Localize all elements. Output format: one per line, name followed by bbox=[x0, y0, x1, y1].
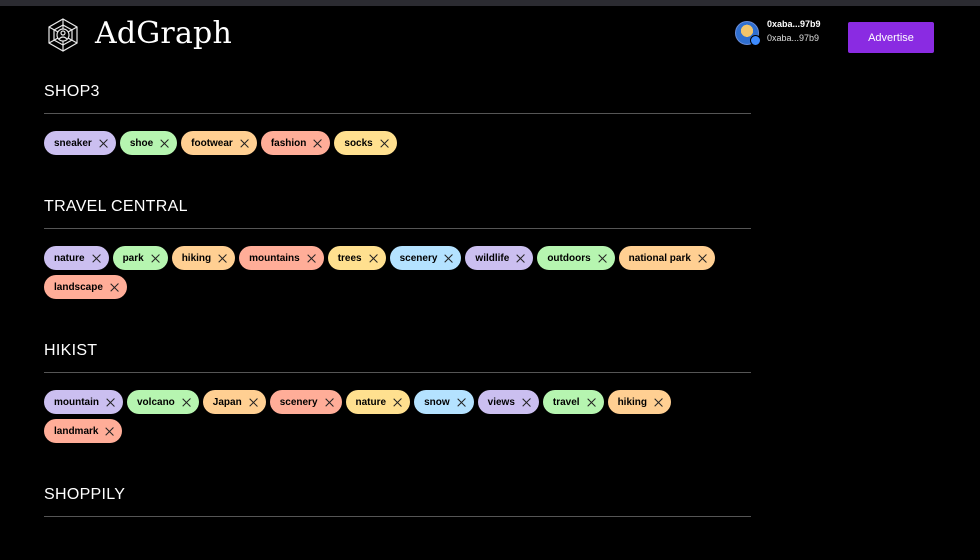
tag-chip[interactable]: volcano bbox=[127, 390, 199, 414]
tag-chip[interactable]: views bbox=[477, 390, 539, 414]
remove-tag-icon[interactable] bbox=[106, 398, 115, 407]
remove-tag-icon[interactable] bbox=[654, 398, 663, 407]
tag-label: hiking bbox=[181, 252, 212, 264]
tag-label: nature bbox=[355, 396, 387, 408]
publisher-section: SHOP3 sneaker shoe footwear fashion socks bbox=[44, 70, 751, 160]
remove-tag-icon[interactable] bbox=[444, 254, 453, 263]
top-strip bbox=[0, 0, 980, 6]
remove-tag-icon[interactable] bbox=[393, 398, 402, 407]
tag-chip[interactable]: travel bbox=[542, 390, 604, 414]
tag-label: mountains bbox=[249, 252, 300, 264]
tag-chip[interactable]: outdoors bbox=[537, 246, 615, 270]
tag-chip[interactable]: trees bbox=[327, 246, 386, 270]
tag-chip[interactable]: Japan bbox=[202, 390, 266, 414]
tag-list: nature park hiking mountains trees scenery wil… bbox=[44, 229, 751, 304]
remove-tag-icon[interactable] bbox=[151, 254, 160, 263]
remove-tag-icon[interactable] bbox=[587, 398, 596, 407]
tag-label: landscape bbox=[54, 281, 103, 293]
tag-label: snow bbox=[424, 396, 450, 408]
tag-chip[interactable]: scenery bbox=[269, 390, 342, 414]
account-name: 0xaba...97b9 bbox=[767, 19, 821, 29]
section-title: HIKIST bbox=[44, 329, 751, 373]
tag-label: mountain bbox=[54, 396, 99, 408]
tag-chip[interactable]: scenery bbox=[389, 246, 462, 270]
tag-chip[interactable]: park bbox=[112, 246, 168, 270]
tag-label: park bbox=[122, 252, 144, 264]
remove-tag-icon[interactable] bbox=[110, 283, 119, 292]
tag-label: volcano bbox=[137, 396, 175, 408]
remove-tag-icon[interactable] bbox=[249, 398, 258, 407]
account-address: 0xaba...97b9 bbox=[767, 33, 820, 43]
tag-chip[interactable]: fashion bbox=[260, 131, 331, 155]
tag-chip[interactable]: hiking bbox=[607, 390, 672, 414]
remove-tag-icon[interactable] bbox=[105, 427, 114, 436]
tag-label: Japan bbox=[212, 396, 242, 408]
header: AdGraph 0xaba...97b9 0xaba...97b9 Advert… bbox=[0, 6, 980, 66]
tag-label: trees bbox=[337, 252, 362, 264]
logo-icon bbox=[48, 18, 78, 52]
tag-label: nature bbox=[54, 252, 85, 264]
remove-tag-icon[interactable] bbox=[240, 139, 249, 148]
tag-chip[interactable]: nature bbox=[44, 246, 109, 270]
remove-tag-icon[interactable] bbox=[307, 254, 316, 263]
tag-label: scenery bbox=[399, 252, 438, 264]
tag-chip[interactable]: national park bbox=[618, 246, 715, 270]
tag-chip[interactable]: shoe bbox=[119, 131, 178, 155]
remove-tag-icon[interactable] bbox=[325, 398, 334, 407]
remove-tag-icon[interactable] bbox=[598, 254, 607, 263]
section-title: SHOP3 bbox=[44, 70, 751, 114]
section-title: TRAVEL CENTRAL bbox=[44, 185, 751, 229]
tag-label: scenery bbox=[279, 396, 318, 408]
tag-list: sneaker shoe footwear fashion socks bbox=[44, 114, 751, 160]
tag-label: fashion bbox=[270, 137, 307, 149]
tag-chip[interactable]: hiking bbox=[171, 246, 236, 270]
remove-tag-icon[interactable] bbox=[380, 139, 389, 148]
tag-label: views bbox=[487, 396, 515, 408]
remove-tag-icon[interactable] bbox=[313, 139, 322, 148]
tag-chip[interactable]: mountain bbox=[44, 390, 123, 414]
tag-chip[interactable]: snow bbox=[414, 390, 474, 414]
remove-tag-icon[interactable] bbox=[160, 139, 169, 148]
tag-chip[interactable]: landmark bbox=[44, 419, 123, 443]
remove-tag-icon[interactable] bbox=[522, 398, 531, 407]
tag-label: hiking bbox=[617, 396, 648, 408]
publisher-section: SHOPPILY bbox=[44, 473, 751, 517]
tag-chip[interactable]: nature bbox=[345, 390, 411, 414]
section-title: SHOPPILY bbox=[44, 473, 751, 517]
tag-label: national park bbox=[628, 252, 691, 264]
remove-tag-icon[interactable] bbox=[92, 254, 101, 263]
tag-chip[interactable]: sneaker bbox=[44, 131, 116, 155]
tag-label: footwear bbox=[191, 137, 233, 149]
remove-tag-icon[interactable] bbox=[516, 254, 525, 263]
tag-label: socks bbox=[344, 137, 373, 149]
remove-tag-icon[interactable] bbox=[369, 254, 378, 263]
tag-chip[interactable]: footwear bbox=[181, 131, 257, 155]
remove-tag-icon[interactable] bbox=[218, 254, 227, 263]
tag-chip[interactable]: wildlife bbox=[465, 246, 534, 270]
tag-label: landmark bbox=[54, 425, 99, 437]
tag-label: sneaker bbox=[54, 137, 92, 149]
remove-tag-icon[interactable] bbox=[698, 254, 707, 263]
account-menu[interactable]: 0xaba...97b9 0xaba...97b9 bbox=[735, 19, 835, 49]
app-title: AdGraph bbox=[95, 16, 232, 51]
tag-chip[interactable]: mountains bbox=[239, 246, 324, 270]
tag-list: mountain volcano Japan scenery nature snow vie… bbox=[44, 373, 751, 448]
remove-tag-icon[interactable] bbox=[182, 398, 191, 407]
remove-tag-icon[interactable] bbox=[99, 139, 108, 148]
tag-label: outdoors bbox=[547, 252, 591, 264]
advertise-button[interactable]: Advertise bbox=[848, 22, 934, 53]
tag-chip[interactable]: socks bbox=[334, 131, 397, 155]
publisher-section: TRAVEL CENTRAL nature park hiking mountains t… bbox=[44, 185, 751, 304]
tag-chip[interactable]: landscape bbox=[44, 275, 127, 299]
remove-tag-icon[interactable] bbox=[457, 398, 466, 407]
tag-label: shoe bbox=[129, 137, 154, 149]
verified-badge-icon bbox=[750, 35, 761, 46]
publisher-section: HIKIST mountain volcano Japan scenery nature s… bbox=[44, 329, 751, 448]
tag-label: travel bbox=[552, 396, 580, 408]
tag-label: wildlife bbox=[475, 252, 510, 264]
